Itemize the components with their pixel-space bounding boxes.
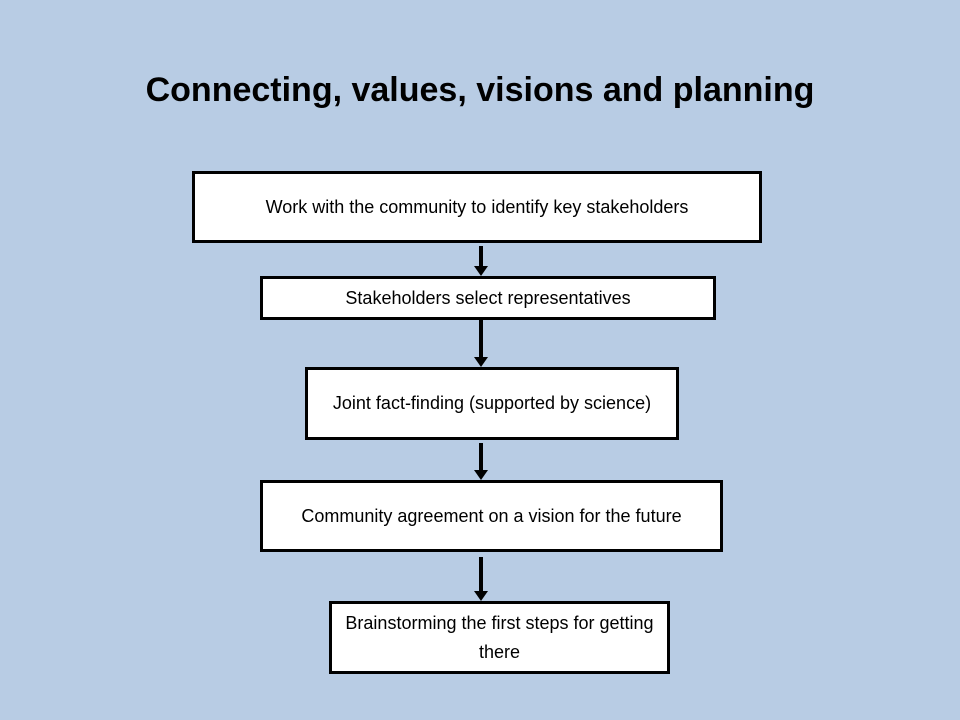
down-arrow-icon [474,557,488,601]
down-arrow-icon [474,319,488,367]
slide-title: Connecting, values, visions and planning [145,71,815,109]
flow-step-text: Joint fact-finding (supported by science… [332,393,652,413]
flow-step-text: Community agreement on a vision for the … [301,505,682,526]
flow-step-select-representatives: Stakeholders select representatives [260,276,716,320]
flow-step-text: Work with the community to identify key … [265,196,689,217]
flow-step-text: Brainstorming the first steps for gettin… [345,612,654,662]
flow-step-identify-stakeholders: Work with the community to identify key … [192,171,762,243]
down-arrow-icon [474,443,488,480]
flow-step-joint-fact-finding: Joint fact-finding (supported by science… [305,367,679,440]
flow-step-text: Stakeholders select representatives [345,287,631,308]
down-arrow-icon [474,246,488,276]
flow-step-brainstorming: Brainstorming the first steps for gettin… [329,601,670,674]
flow-step-community-vision: Community agreement on a vision for the … [260,480,723,552]
